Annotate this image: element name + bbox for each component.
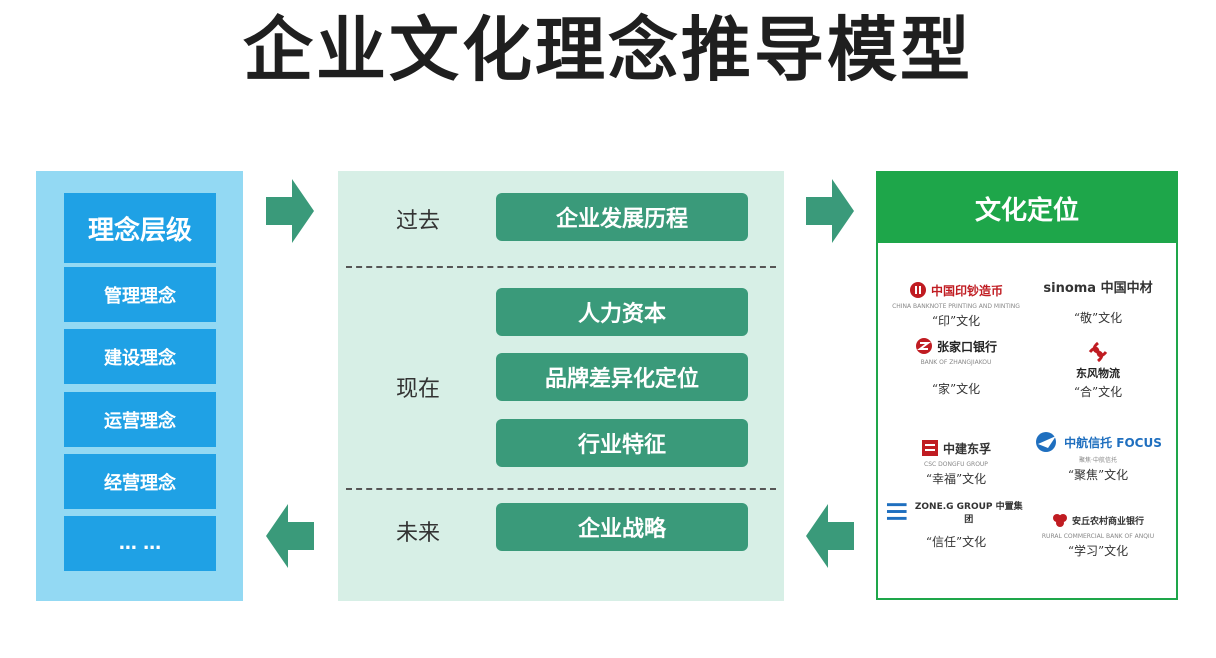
logo-name: sinoma 中国中材 bbox=[1043, 280, 1153, 296]
arrow-left-icon bbox=[806, 504, 854, 568]
era-past-label: 过去 bbox=[396, 209, 441, 234]
present-item-brand-positioning: 品牌差异化定位 bbox=[496, 353, 748, 401]
past-item-history: 企业发展历程 bbox=[496, 193, 748, 241]
logo-card: 中建东孚 CSC DONGFU GROUP “幸福”文化 bbox=[886, 435, 1026, 487]
logo-subtitle: CSC DONGFU GROUP bbox=[924, 461, 988, 468]
logo-name: 张家口银行 bbox=[936, 339, 997, 354]
arrow-left-icon bbox=[266, 504, 314, 568]
level-management: 管理理念 bbox=[64, 267, 216, 322]
avic-trust-emblem-icon bbox=[1036, 432, 1057, 452]
divider bbox=[346, 266, 776, 268]
logo-name: ZONE.G GROUP 中置集团 bbox=[914, 502, 1023, 525]
logo-card: 张家口银行 BANK OF ZHANGJIAKOU “家”文化 bbox=[886, 333, 1026, 397]
logo-card: 东风物流 “合”文化 bbox=[1028, 339, 1168, 400]
logo-subtitle: RURAL COMMERCIAL BANK OF ANQIU bbox=[1041, 533, 1155, 540]
divider bbox=[346, 488, 776, 490]
logo-caption: “幸福”文化 bbox=[925, 472, 987, 486]
logo-card: 中航信托 FOCUS 聚焦·中航信托 “聚焦”文化 bbox=[1028, 429, 1168, 483]
concept-levels-header: 理念层级 bbox=[64, 193, 216, 263]
era-present-label: 现在 bbox=[396, 377, 441, 402]
level-construction: 建设理念 bbox=[64, 329, 216, 384]
logo-name: 中国印钞造币 bbox=[930, 283, 1003, 298]
logo-caption: “家”文化 bbox=[931, 382, 981, 396]
level-more: … … bbox=[64, 516, 216, 571]
logo-caption: “聚焦”文化 bbox=[1067, 468, 1129, 482]
logo-card: 安丘农村商业银行 RURAL COMMERCIAL BANK OF ANQIU … bbox=[1028, 507, 1168, 559]
dongfeng-emblem-icon bbox=[1088, 341, 1108, 363]
zoneg-emblem-icon bbox=[886, 503, 907, 520]
logo-name: 安丘农村商业银行 bbox=[1071, 516, 1144, 527]
logo-caption: “信任”文化 bbox=[925, 535, 987, 549]
banknote-emblem-icon bbox=[909, 282, 926, 298]
level-business: 经营理念 bbox=[64, 454, 216, 509]
logo-name: 中建东孚 bbox=[942, 441, 991, 456]
arrow-right-icon bbox=[266, 179, 314, 243]
page-title: 企业文化理念推导模型 bbox=[243, 9, 973, 91]
future-item-strategy: 企业战略 bbox=[496, 503, 748, 551]
logo-card: sinoma 中国中材 “敬”文化 bbox=[1028, 273, 1168, 326]
logo-name: 东风物流 bbox=[1076, 367, 1120, 380]
cscec-emblem-icon bbox=[921, 440, 938, 456]
logo-subtitle: CHINA BANKNOTE PRINTING AND MINTING bbox=[892, 303, 1020, 310]
logo-caption: “学习”文化 bbox=[1067, 544, 1129, 558]
culture-positioning-panel: 文化定位 中国印钞造币 CHINA BANKNOTE PRINTING AND … bbox=[876, 171, 1178, 600]
logo-caption: “合”文化 bbox=[1073, 385, 1123, 399]
logo-name: 中航信托 FOCUS bbox=[1064, 435, 1162, 450]
era-future-label: 未来 bbox=[396, 521, 441, 546]
present-item-industry: 行业特征 bbox=[496, 419, 748, 467]
logo-caption: “敬”文化 bbox=[1073, 311, 1123, 325]
logo-subtitle: BANK OF ZHANGJIAKOU bbox=[920, 359, 992, 366]
rural-bank-emblem-icon bbox=[1052, 514, 1067, 527]
logo-card: 中国印钞造币 CHINA BANKNOTE PRINTING AND MINTI… bbox=[886, 277, 1026, 329]
logo-card: ZONE.G GROUP 中置集团 “信任”文化 bbox=[886, 499, 1026, 550]
arrow-right-icon bbox=[806, 179, 854, 243]
concept-levels-panel: 理念层级 管理理念 建设理念 运营理念 经营理念 … … bbox=[36, 171, 243, 601]
derivation-panel: 过去 企业发展历程 现在 人力资本 品牌差异化定位 行业特征 未来 企业战略 bbox=[338, 171, 784, 601]
bank-emblem-icon bbox=[915, 338, 932, 354]
level-operation: 运营理念 bbox=[64, 392, 216, 447]
present-item-human-capital: 人力资本 bbox=[496, 288, 748, 336]
culture-positioning-header: 文化定位 bbox=[878, 173, 1176, 243]
logo-caption: “印”文化 bbox=[931, 314, 981, 328]
logo-subtitle: 聚焦·中航信托 bbox=[1079, 457, 1117, 464]
